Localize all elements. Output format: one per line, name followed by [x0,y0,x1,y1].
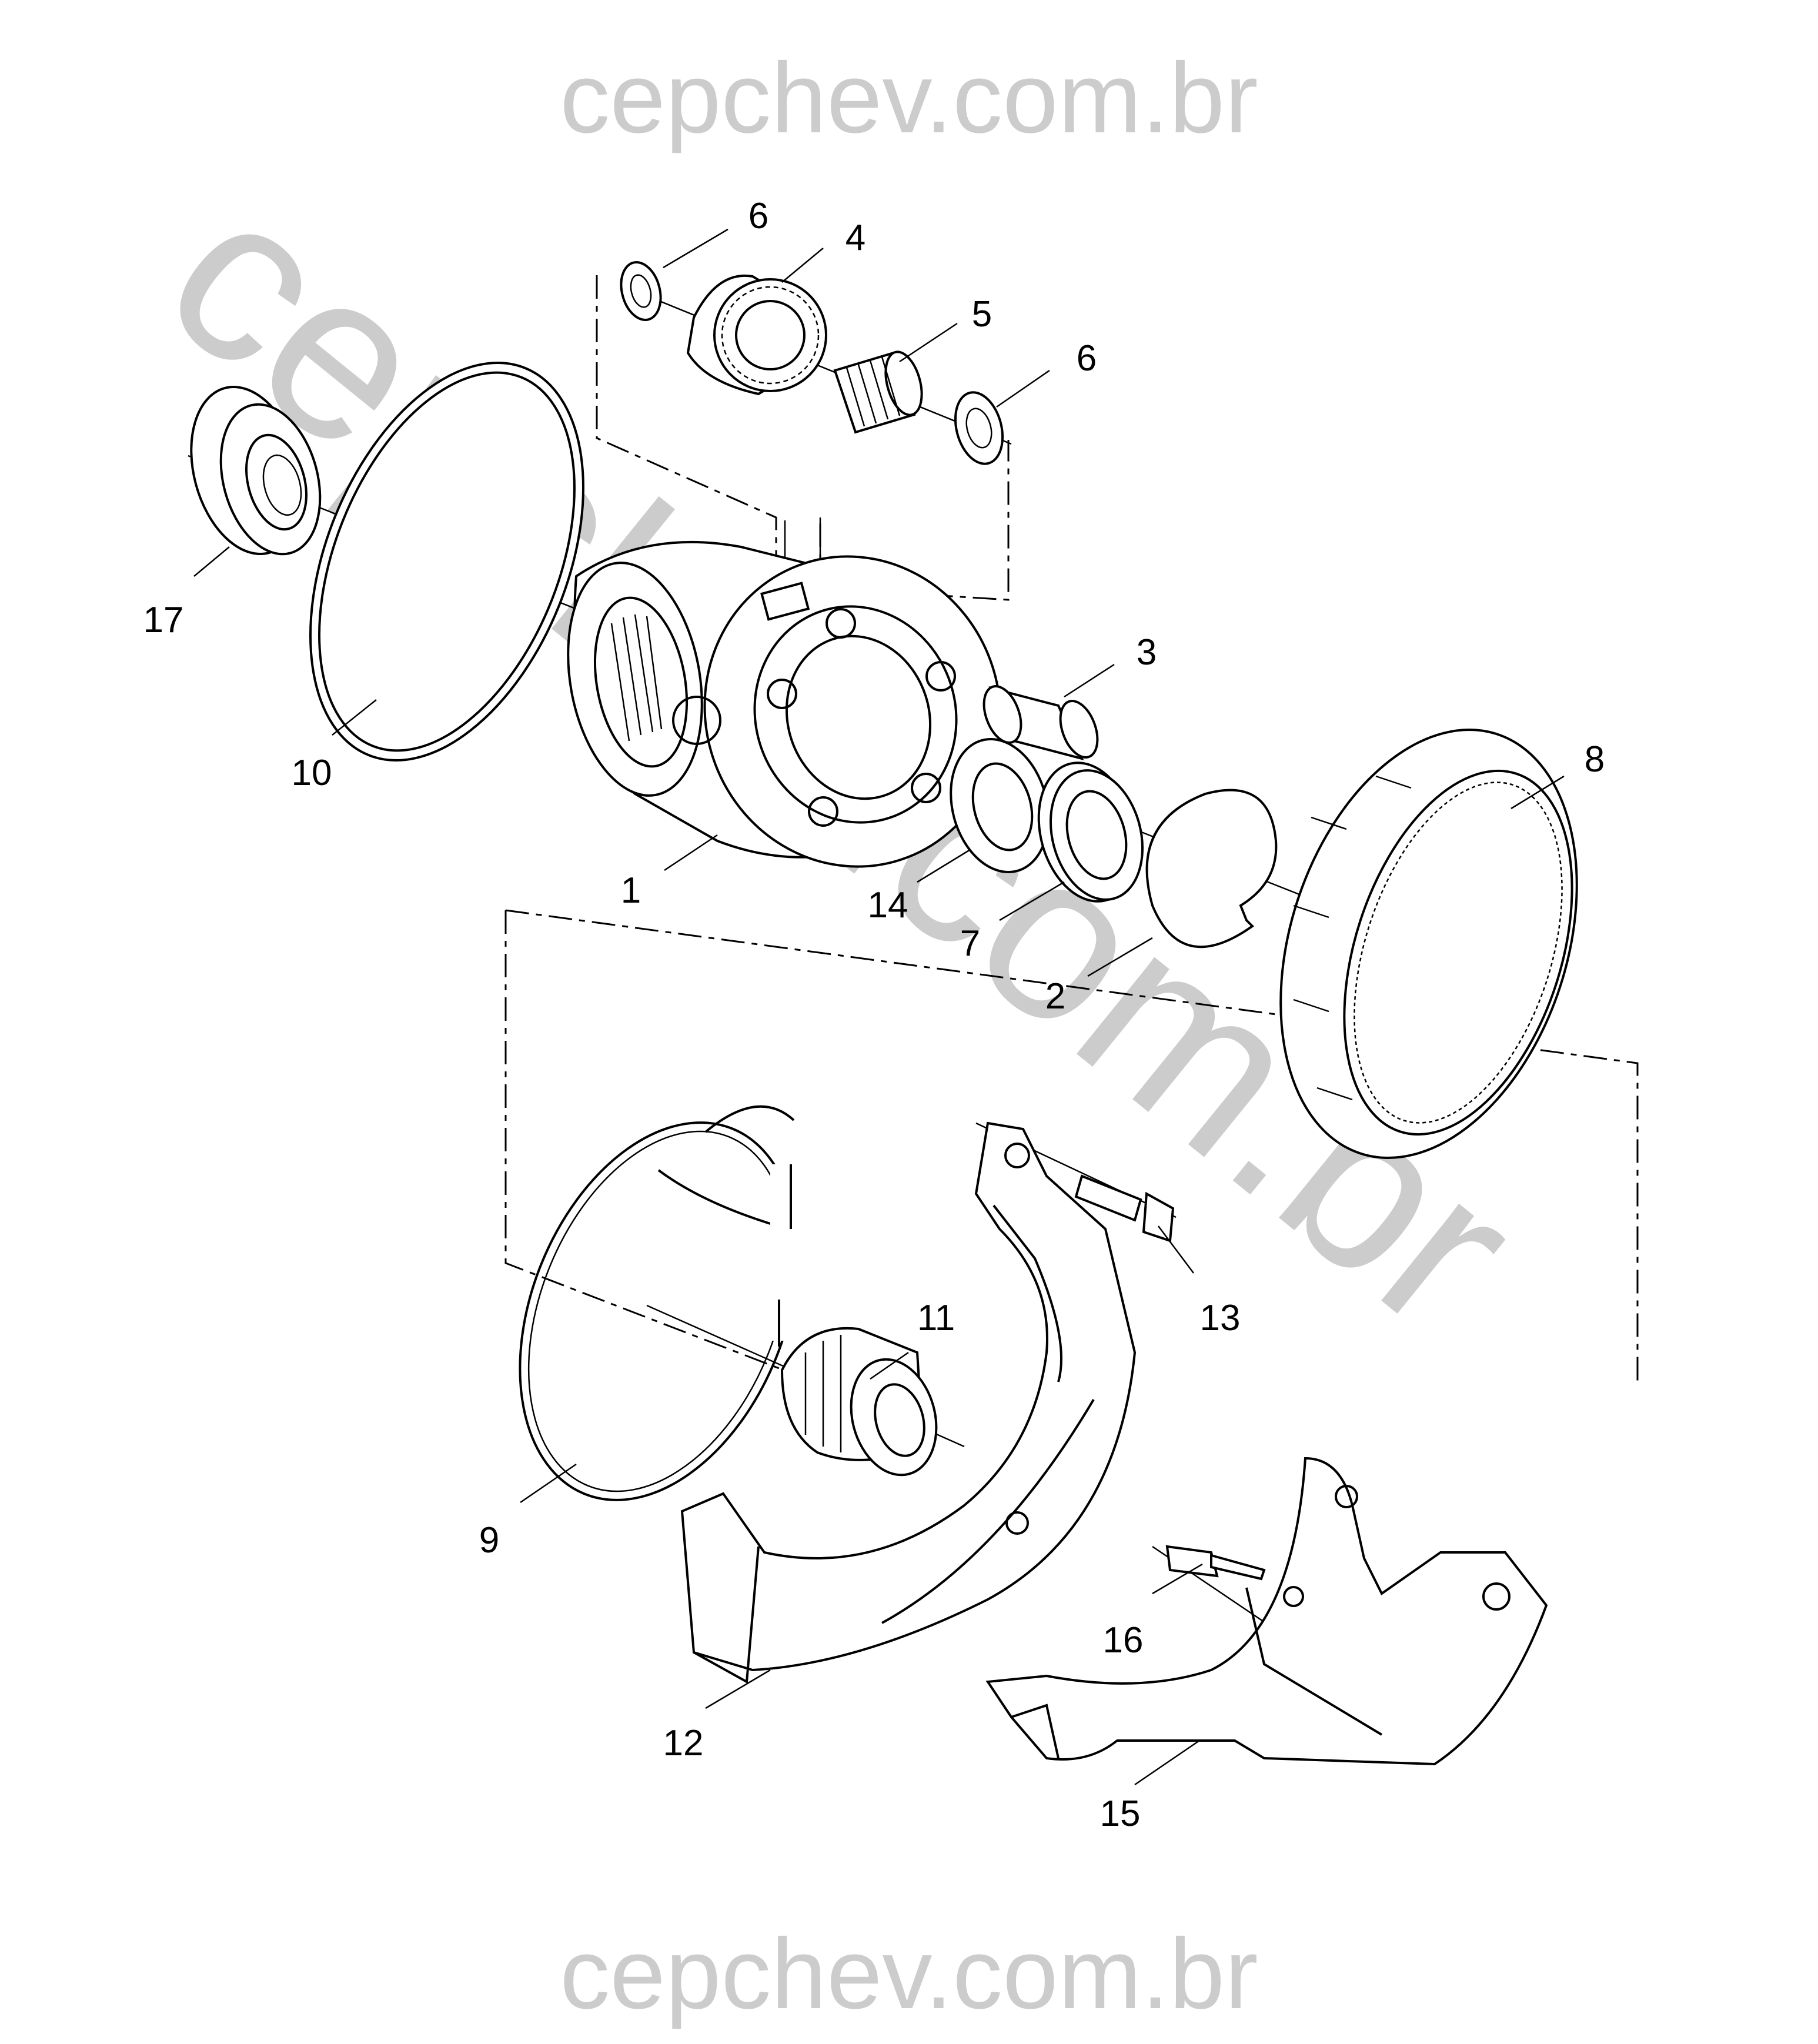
bolt-16 [1165,1545,1266,1581]
washer-6-upper [620,260,662,322]
callout-9: 9 [479,1520,499,1561]
pinion-shaft-3 [982,685,1099,760]
callout-16: 16 [1103,1620,1144,1661]
callout-13: 13 [1200,1298,1241,1338]
callout-10: 10 [292,753,332,793]
leader-lines [193,228,1565,1786]
o-ring-10 [309,362,584,762]
snap-ring-2 [1145,789,1278,948]
callout-7: 7 [960,923,980,964]
callout-12: 12 [663,1723,704,1764]
callout-8: 8 [1585,739,1605,780]
split-ring-9 [519,1105,806,1501]
seal-17 [190,386,322,556]
watermark-top: cepchev.com.br [560,42,1258,154]
guide-12 [680,1121,1137,1684]
callout-6-lower: 6 [1077,338,1097,379]
callout-15: 15 [1100,1793,1141,1834]
callout-2: 2 [1045,976,1065,1017]
washer-6-lower [954,391,1004,465]
ring-gear-8 [1279,729,1578,1159]
callout-1: 1 [621,870,641,911]
callout-6-upper: 6 [748,196,768,236]
needle-bearing-5 [833,350,923,434]
guide-15 [985,1457,1548,1766]
bearing-race-7 [1037,762,1144,903]
callout-4: 4 [845,218,865,258]
callout-5: 5 [972,294,992,335]
callouts: 6 4 5 6 17 3 10 8 1 14 7 2 11 13 9 16 12… [143,196,1605,1834]
callout-3: 3 [1137,632,1157,673]
callout-17: 17 [143,600,184,640]
pinion-gear-4 [686,274,827,396]
callout-11: 11 [917,1298,955,1338]
watermark-bottom: cepchev.com.br [560,1918,1258,2030]
differential-case-1 [567,540,1002,868]
sun-gear-11 [780,1327,938,1477]
callout-14: 14 [868,885,908,926]
thrust-washer-14 [950,738,1050,873]
